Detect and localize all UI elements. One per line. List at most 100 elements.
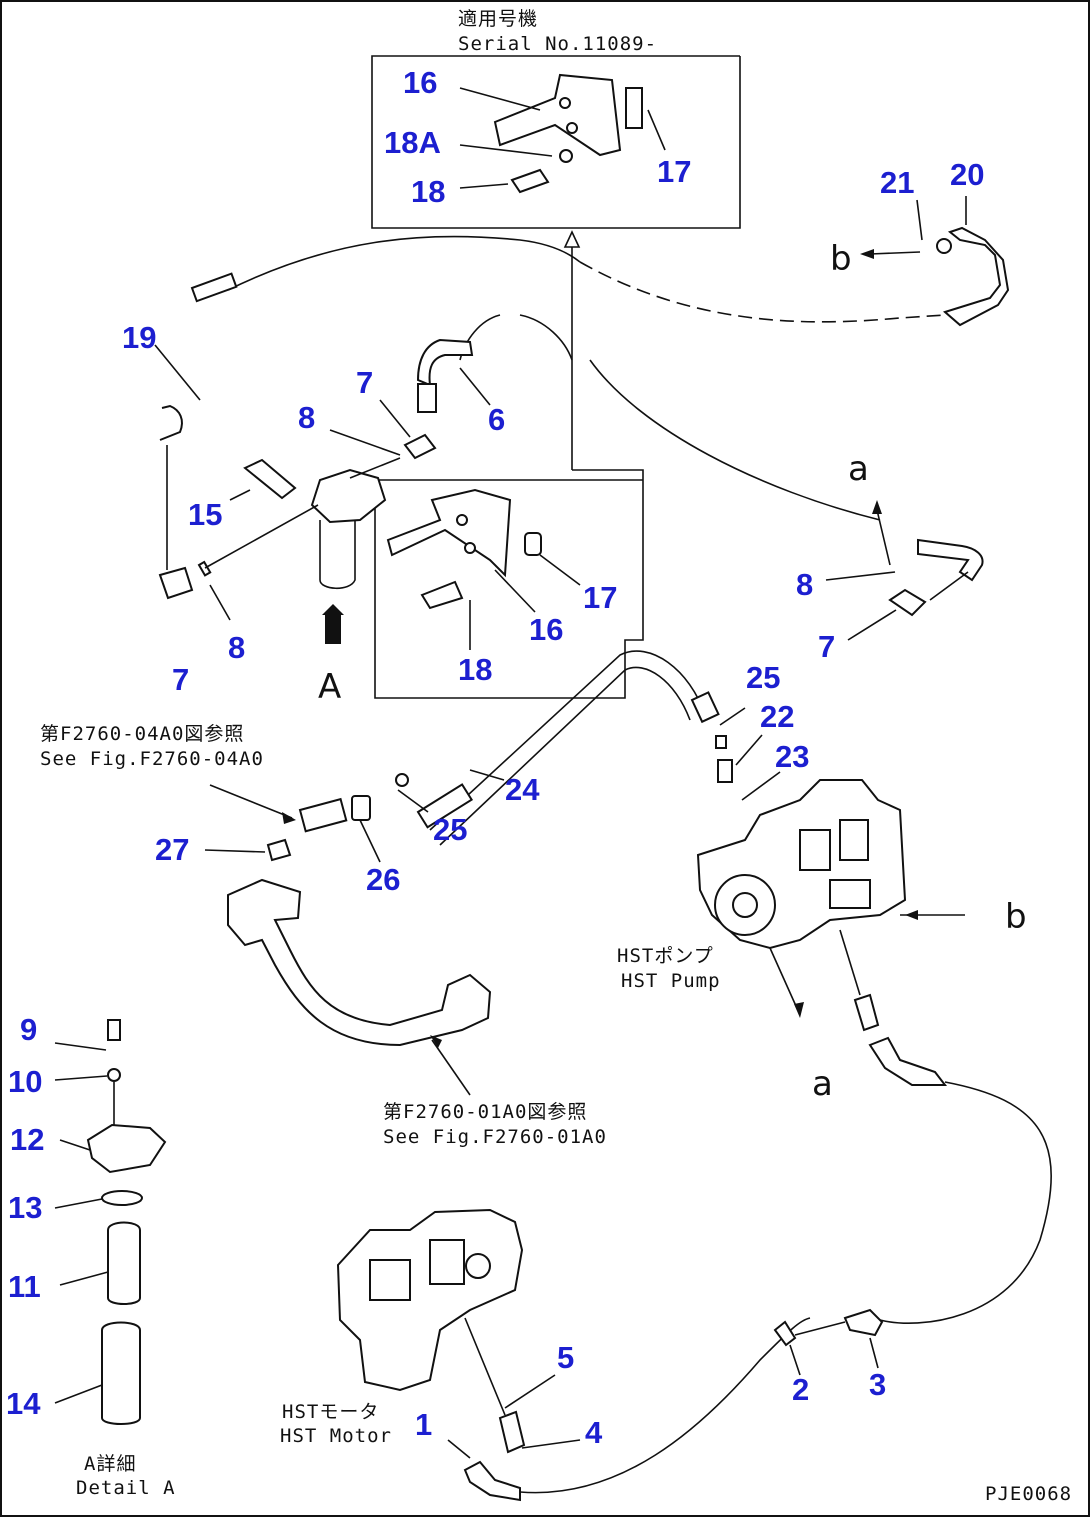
elbow-fitting-icon	[942, 226, 1010, 327]
part-label-7-right: 7	[818, 629, 835, 664]
filter-element-11-icon	[107, 1221, 141, 1305]
suction-pipe-group: 第F2760-01A0図参照 See Fig.F2760-01A0	[227, 878, 607, 1148]
detail-a-label-jp: A詳細	[84, 1453, 136, 1475]
connection-b-top: b	[830, 239, 852, 279]
hst-motor-label-en: HST Motor	[280, 1425, 392, 1447]
elbow-7b-icon	[403, 433, 437, 460]
filter-head-icon	[310, 468, 387, 524]
tube-icon	[298, 797, 348, 833]
plug-27-icon	[266, 838, 292, 862]
hose-a-route	[589, 359, 881, 521]
bolt-18-icon	[420, 580, 464, 610]
hose-6-icon	[416, 338, 474, 387]
suction-pipe-icon	[227, 878, 492, 1047]
oring-10-icon	[107, 1068, 121, 1082]
ref-01A0-en: See Fig.F2760-01A0	[383, 1126, 607, 1148]
hst-motor-icon	[336, 1208, 524, 1392]
part-label-16: 16	[403, 65, 437, 100]
part-label-17-detail: 17	[583, 580, 617, 615]
part-label-7-top: 7	[356, 365, 373, 400]
part-label-27: 27	[155, 832, 189, 867]
part-label-25-right: 25	[746, 660, 780, 695]
hose-motor-end-icon	[463, 1460, 521, 1502]
hst-motor-group: HSTモータ HST Motor 2 3 5 4 1	[280, 1208, 886, 1502]
inset-caption-en: Serial No.11089-	[458, 33, 657, 55]
part-label-2: 2	[792, 1372, 809, 1407]
motor-fitting-icon	[498, 1410, 526, 1454]
part-label-24: 24	[505, 772, 540, 807]
hst-motor-label-jp: HSTモータ	[282, 1401, 379, 1423]
part-label-6: 6	[488, 402, 505, 437]
part-label-12: 12	[10, 1122, 44, 1157]
fitting-group-right-a: a 8 7	[796, 449, 984, 664]
part-label-10: 10	[8, 1064, 42, 1099]
part-label-7-left: 7	[172, 662, 189, 697]
part-label-1: 1	[415, 1407, 432, 1442]
part-label-26: 26	[366, 862, 400, 897]
part-label-3: 3	[869, 1367, 886, 1402]
inset-caption-jp: 適用号機	[458, 8, 538, 30]
ref-04A0-en: See Fig.F2760-04A0	[40, 748, 264, 770]
detail-a-label-en: Detail A	[76, 1477, 176, 1499]
clip-17-icon	[524, 532, 542, 556]
part-label-11: 11	[8, 1269, 41, 1304]
bracket-icon	[493, 73, 622, 157]
part-label-22: 22	[760, 699, 794, 734]
connector-26-icon	[351, 795, 371, 821]
ref-01A0-jp: 第F2760-01A0図参照	[383, 1101, 587, 1123]
connection-b-pump: b	[1005, 897, 1027, 937]
part-label-21: 21	[880, 165, 914, 200]
connection-a-top: a	[848, 449, 869, 489]
part-label-14: 14	[6, 1386, 41, 1421]
bolt-icon	[510, 168, 550, 194]
bracket-detail-box: 17 16 18	[386, 488, 617, 687]
part-label-8-top: 8	[298, 400, 315, 435]
part-label-19: 19	[122, 320, 156, 355]
fitting-group-20-21: b 21 20	[579, 157, 1010, 327]
part-label-8-right: 8	[796, 567, 813, 602]
filter-mount-cluster: A 19 7 8 6 15 8 7	[122, 272, 505, 707]
part-label-15: 15	[188, 497, 222, 532]
clip-icon	[625, 87, 643, 129]
drawing-code: PJE0068	[985, 1483, 1072, 1505]
part-label-9: 9	[20, 1012, 37, 1047]
hose-24-end-icon	[416, 783, 474, 829]
view-arrow-a-label: A	[318, 667, 341, 707]
plug-9-icon	[107, 1019, 121, 1041]
adapter-22-icon	[717, 759, 733, 783]
tee-2-icon	[773, 1320, 797, 1347]
detail-a-filter: 9 10 12 13 11 14 A詳細 Detail A	[6, 1012, 176, 1499]
elbow-7-icon	[158, 566, 194, 600]
filter-head-12-icon	[86, 1123, 167, 1174]
connection-a-bottom: a	[812, 1064, 833, 1104]
inset-serial-variant: 適用号機 Serial No.11089- 16 18A 18 17	[371, 8, 741, 229]
filter-case-14-icon	[101, 1321, 141, 1425]
part-label-13: 13	[8, 1190, 42, 1225]
ref-04A0-jp: 第F2760-04A0図参照	[40, 723, 244, 745]
hose-24-group: 25 22 23 24 25 26 27 第F2760-04A0図参照 See …	[40, 650, 809, 897]
bracket-16-icon	[386, 488, 512, 578]
hst-pump-label-jp: HSTポンプ	[617, 945, 714, 967]
part-label-17: 17	[657, 154, 691, 189]
hose-19-route	[227, 235, 581, 291]
hst-pump-group: b a HSTポンプ HST Pump	[617, 779, 1052, 1324]
part-label-5: 5	[557, 1340, 574, 1375]
hst-pump-label-en: HST Pump	[621, 970, 721, 992]
plug-icon	[936, 238, 952, 254]
part-label-18: 18	[411, 174, 445, 209]
part-label-25-left: 25	[433, 812, 467, 847]
part-label-23: 23	[775, 739, 809, 774]
part-label-16-detail: 16	[529, 612, 563, 647]
part-label-8-left: 8	[228, 630, 245, 665]
pipe-15-icon	[243, 458, 297, 500]
part-label-18-detail: 18	[458, 652, 492, 687]
oring-13-icon	[101, 1190, 143, 1206]
part-label-4: 4	[585, 1415, 603, 1450]
part-label-18A: 18A	[384, 125, 441, 160]
sensor-3-icon	[843, 1308, 884, 1337]
hose-end-icon	[917, 538, 984, 582]
washer-icon	[559, 149, 573, 163]
hose-end-lower-icon	[868, 1036, 948, 1086]
